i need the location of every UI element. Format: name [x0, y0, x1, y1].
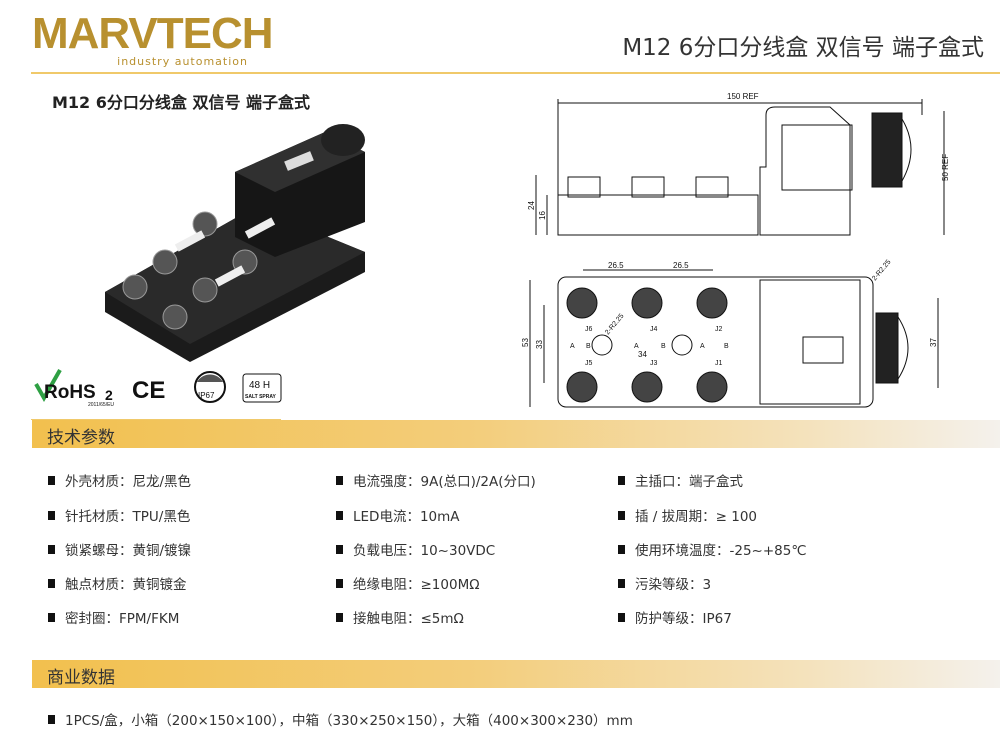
bullet-icon — [336, 544, 343, 554]
svg-text:34: 34 — [638, 350, 647, 359]
spec-text: 接触电阻：≤5mΩ — [353, 611, 464, 627]
spec-item: 使用环境温度：-25~+85℃ — [618, 539, 807, 559]
bullet-icon — [618, 475, 625, 485]
ip67-icon — [194, 371, 226, 403]
spec-item: 锁紧螺母：黄铜/镀镍 — [48, 539, 191, 559]
spec-item: 针托材质：TPU/黑色 — [48, 505, 190, 525]
spec-item: 防护等级：IP67 — [618, 607, 732, 627]
salt-spray-icon — [242, 373, 282, 403]
spec-item: 主插口：端子盒式 — [618, 470, 743, 490]
svg-text:2-R2.25: 2-R2.25 — [604, 313, 625, 337]
svg-text:26.5: 26.5 — [608, 261, 624, 270]
svg-text:37: 37 — [929, 338, 938, 347]
spec-item: 负载电压：10~30VDC — [336, 539, 495, 559]
svg-text:50 REF: 50 REF — [941, 154, 950, 181]
bullet-icon — [48, 475, 55, 485]
logo-brand: MARVTECH — [32, 9, 274, 58]
spec-text: 针托材质：TPU/黑色 — [65, 509, 191, 525]
spec-item: 外壳材质：尼龙/黑色 — [48, 470, 191, 490]
spec-text: 绝缘电阻：≥100MΩ — [353, 577, 480, 593]
svg-text:IP67: IP67 — [198, 391, 215, 400]
bullet-icon — [336, 510, 343, 520]
svg-text:J2: J2 — [715, 326, 723, 333]
ce-mark: CE — [132, 377, 165, 404]
svg-text:16: 16 — [538, 211, 547, 220]
spec-item: 插 / 拔周期：≥ 100 — [618, 505, 757, 525]
spec-item: LED电流：10mA — [336, 505, 460, 525]
bullet-icon — [336, 475, 343, 485]
bullet-icon — [618, 612, 625, 622]
spec-text: 负载电压：10~30VDC — [353, 543, 496, 559]
svg-text:2-R2.25: 2-R2.25 — [871, 259, 892, 283]
product-title: M12 6分口分线盒 双信号 端子盒式 — [52, 93, 311, 112]
svg-text:A: A — [570, 343, 575, 350]
svg-text:A: A — [634, 343, 639, 350]
svg-text:48 H: 48 H — [249, 380, 270, 391]
check-icon — [34, 369, 62, 403]
section-title-commercial: 商业数据 — [47, 668, 115, 688]
spec-text: 污染等级：3 — [635, 577, 712, 593]
bullet-icon — [48, 544, 55, 554]
spec-text: LED电流：10mA — [353, 509, 460, 525]
spec-item: 绝缘电阻：≥100MΩ — [336, 573, 480, 593]
svg-text:150 REF: 150 REF — [727, 92, 759, 101]
spec-text: 使用环境温度：-25~+85℃ — [635, 543, 807, 559]
svg-text:J3: J3 — [650, 360, 658, 367]
bullet-icon — [336, 612, 343, 622]
certification-icons: RoHS 2 2011/65/EU CE IP67 48 H SALT SPRA… — [30, 366, 290, 410]
rohs-note: 2011/65/EU — [88, 402, 114, 408]
spec-item: 密封圈：FPM/FKM — [48, 607, 179, 627]
section-bar-tech: 技术参数 — [32, 420, 1000, 448]
svg-text:J1: J1 — [715, 360, 723, 367]
divider — [31, 419, 281, 420]
svg-text:J6: J6 — [585, 326, 593, 333]
spec-item: 触点材质：黄铜镀金 — [48, 573, 187, 593]
spec-item: 电流强度：9A(总口)/2A(分口) — [336, 470, 536, 490]
svg-text:SALT SPRAY: SALT SPRAY — [245, 394, 277, 400]
svg-text:53: 53 — [521, 338, 530, 347]
section-bar-commercial: 商业数据 — [32, 660, 1000, 688]
bullet-icon — [618, 510, 625, 520]
dimension-drawing: 150 REF 50 REF 24 16 26.5 26.5 53 33 34 … — [521, 92, 950, 408]
bullet-icon — [618, 578, 625, 588]
spec-text: 主插口：端子盒式 — [635, 474, 743, 490]
bullet-icon — [48, 510, 55, 520]
bullet-icon — [618, 544, 625, 554]
company-logo: MARVTECH industry automation — [32, 9, 274, 69]
svg-text:26.5: 26.5 — [673, 261, 689, 270]
rohs-label: RoHS — [44, 382, 96, 403]
header-title: M12 6分口分线盒 双信号 端子盒式 — [622, 35, 984, 61]
svg-text:B: B — [661, 343, 666, 350]
spec-text: 锁紧螺母：黄铜/镀镍 — [65, 543, 192, 559]
svg-text:J5: J5 — [585, 360, 593, 367]
bullet-icon — [48, 578, 55, 588]
spec-text: 电流强度：9A(总口)/2A(分口) — [353, 474, 536, 490]
svg-text:B: B — [724, 343, 729, 350]
spec-text: 密封圈：FPM/FKM — [65, 611, 180, 627]
spec-item: 污染等级：3 — [618, 573, 711, 593]
spec-text: 插 / 拔周期：≥ 100 — [635, 509, 758, 525]
rohs-sub: 2 — [105, 387, 113, 403]
bullet-icon — [336, 578, 343, 588]
svg-text:33: 33 — [535, 340, 544, 349]
svg-text:B: B — [586, 343, 591, 350]
svg-text:J4: J4 — [650, 326, 658, 333]
bullet-icon — [48, 612, 55, 622]
section-title-tech: 技术参数 — [47, 428, 115, 448]
spec-text: 触点材质：黄铜镀金 — [65, 577, 187, 593]
bullet-icon — [48, 714, 55, 724]
logo-tagline: industry automation — [117, 55, 248, 68]
product-photo — [105, 124, 365, 362]
svg-text:A: A — [700, 343, 705, 350]
header-divider — [31, 72, 1000, 74]
spec-item: 接触电阻：≤5mΩ — [336, 607, 464, 627]
spec-text: 外壳材质：尼龙/黑色 — [65, 474, 192, 490]
spec-text: 防护等级：IP67 — [635, 611, 732, 627]
svg-text:24: 24 — [527, 201, 536, 210]
packing-info: 1PCS/盒，小箱（200×150×100），中箱（330×250×150），大… — [48, 709, 633, 729]
